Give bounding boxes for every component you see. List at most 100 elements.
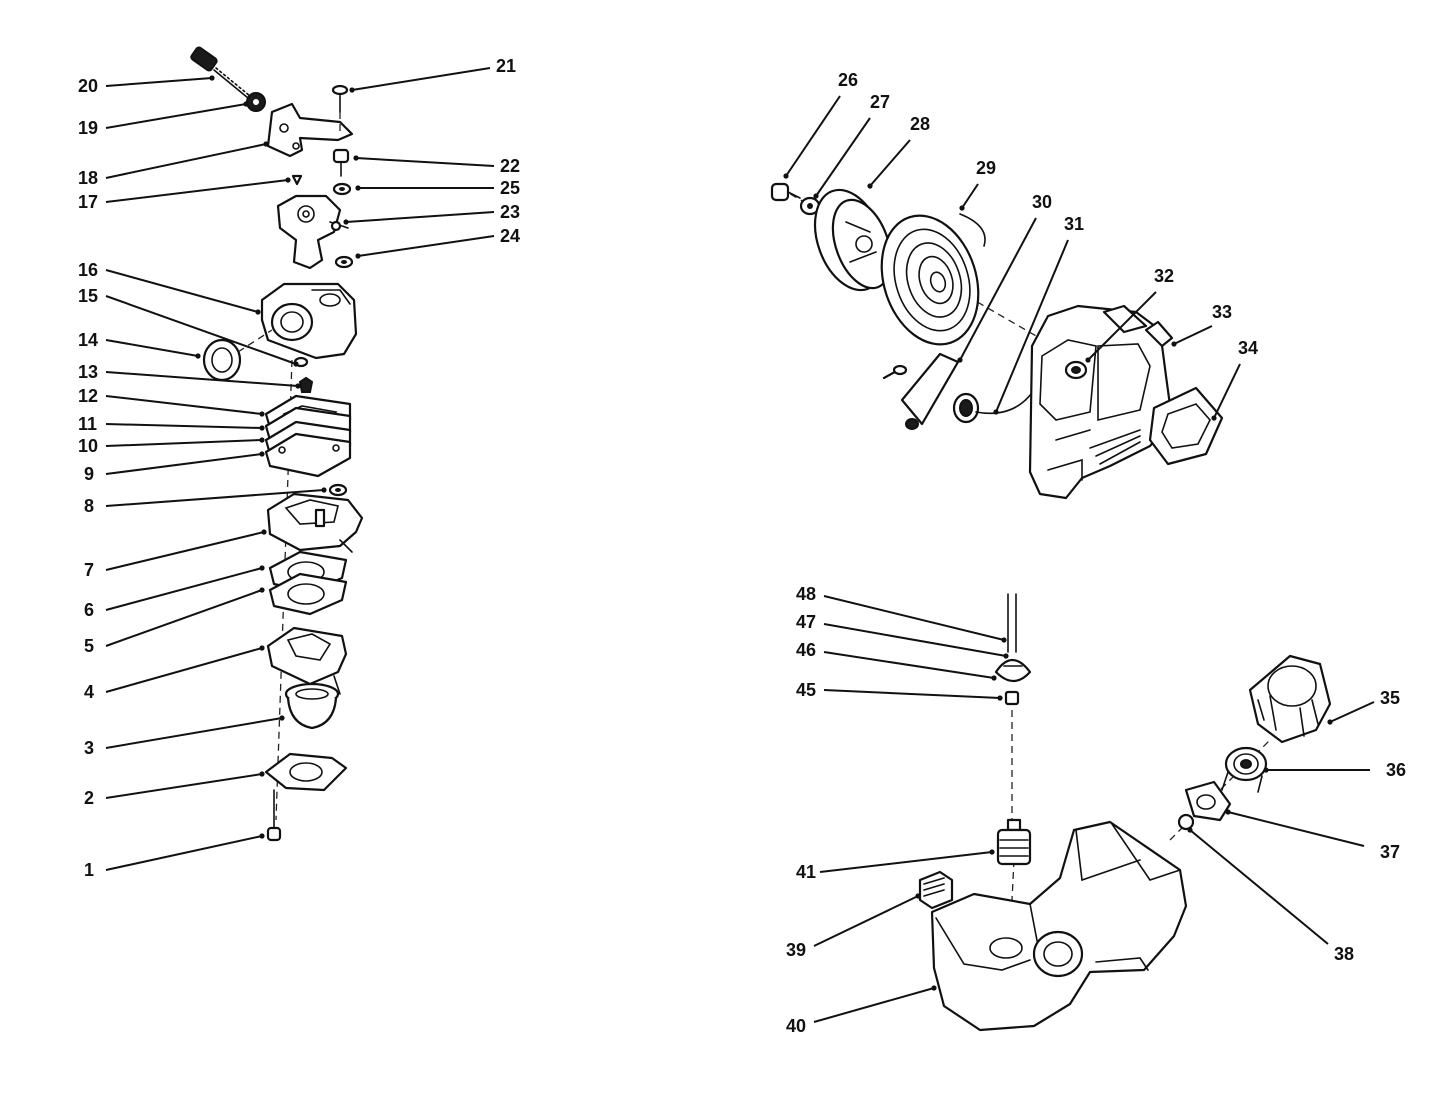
part-13-needle bbox=[298, 376, 314, 393]
part-21-screw bbox=[331, 84, 349, 134]
carburetor-assembly bbox=[190, 46, 364, 842]
part-8-washer bbox=[328, 483, 348, 497]
leader-line-28 bbox=[869, 139, 911, 187]
leader-line-20 bbox=[105, 77, 213, 87]
part-39-block bbox=[918, 870, 954, 910]
part-48-fuel-lines bbox=[1007, 593, 1017, 653]
part-45-fitting bbox=[1004, 690, 1020, 706]
leader-line-32 bbox=[1087, 291, 1157, 361]
leader-line-35 bbox=[1329, 701, 1375, 723]
part-23-pump-cover bbox=[276, 194, 349, 270]
leader-dot-37 bbox=[1225, 809, 1231, 815]
leader-dot-48 bbox=[1001, 637, 1007, 643]
part-28-pulley bbox=[813, 188, 893, 292]
leader-line-11 bbox=[105, 423, 263, 429]
callout-number-5: 5 bbox=[84, 636, 94, 656]
leader-line-1 bbox=[105, 835, 263, 871]
part-1-long-screw bbox=[266, 789, 282, 842]
part-5-diaphragm bbox=[268, 572, 348, 616]
callout-number-32: 32 bbox=[1154, 266, 1174, 286]
callout-number-36: 36 bbox=[1386, 760, 1406, 780]
leader-dot-32 bbox=[1085, 357, 1091, 363]
callout-number-2: 2 bbox=[84, 788, 94, 808]
callout-number-8: 8 bbox=[84, 496, 94, 516]
leader-line-39 bbox=[813, 895, 919, 947]
callout-labels: 2019181716151413121110987654321212225232… bbox=[78, 56, 1406, 1036]
leader-dot-18 bbox=[263, 141, 269, 147]
leader-dot-46 bbox=[991, 675, 997, 681]
part-20-screw bbox=[190, 46, 251, 99]
callout-number-48: 48 bbox=[796, 584, 816, 604]
part-3-primer-bulb bbox=[284, 682, 340, 730]
leader-dot-26 bbox=[783, 173, 789, 179]
leader-line-31 bbox=[995, 239, 1069, 413]
leader-dot-3 bbox=[279, 715, 285, 721]
part-17-pin bbox=[291, 174, 303, 186]
leader-line-21 bbox=[351, 67, 491, 91]
leader-dot-27 bbox=[813, 193, 819, 199]
part-29-spring bbox=[880, 213, 986, 346]
leader-dot-7 bbox=[261, 529, 267, 535]
leader-dot-29 bbox=[959, 205, 965, 211]
leader-line-45 bbox=[823, 689, 1001, 699]
callout-number-38: 38 bbox=[1334, 944, 1354, 964]
leader-dot-17 bbox=[285, 177, 291, 183]
callout-number-25: 25 bbox=[500, 178, 520, 198]
part-4-cover bbox=[266, 626, 348, 695]
part-40-fuel-tank bbox=[930, 820, 1188, 1032]
fuel-tank-assembly bbox=[918, 593, 1332, 1032]
callout-number-40: 40 bbox=[786, 1016, 806, 1036]
leader-line-24 bbox=[357, 235, 495, 257]
leader-dot-16 bbox=[255, 309, 261, 315]
leader-line-40 bbox=[813, 987, 935, 1023]
callout-number-22: 22 bbox=[500, 156, 520, 176]
callout-number-29: 29 bbox=[976, 158, 996, 178]
leader-line-37 bbox=[1227, 811, 1365, 847]
leader-dot-15 bbox=[293, 361, 299, 367]
callout-number-34: 34 bbox=[1238, 338, 1258, 358]
leader-dot-21 bbox=[349, 87, 355, 93]
leader-line-14 bbox=[105, 339, 199, 357]
leader-dot-33 bbox=[1171, 341, 1177, 347]
callout-number-24: 24 bbox=[500, 226, 520, 246]
callout-number-47: 47 bbox=[796, 612, 816, 632]
leader-dot-30 bbox=[957, 357, 963, 363]
part-33-starter-housing bbox=[1028, 304, 1174, 500]
callout-number-41: 41 bbox=[796, 862, 816, 882]
part-36-vent bbox=[1221, 746, 1268, 793]
leader-dot-23 bbox=[343, 219, 349, 225]
leader-line-8 bbox=[105, 489, 325, 507]
leader-dot-36 bbox=[1263, 767, 1269, 773]
part-19-nut bbox=[246, 92, 266, 112]
part-7-metering-body bbox=[266, 492, 364, 553]
callout-number-33: 33 bbox=[1212, 302, 1232, 322]
leader-dot-8 bbox=[321, 487, 327, 493]
callout-number-4: 4 bbox=[84, 682, 94, 702]
leader-line-17 bbox=[105, 179, 289, 203]
leader-line-5 bbox=[105, 589, 263, 647]
leader-dot-19 bbox=[243, 101, 249, 107]
leader-dot-39 bbox=[915, 893, 921, 899]
callout-number-1: 1 bbox=[84, 860, 94, 880]
callout-number-21: 21 bbox=[496, 56, 516, 76]
leader-dot-14 bbox=[195, 353, 201, 359]
leader-dot-10 bbox=[259, 437, 265, 443]
leader-line-34 bbox=[1213, 363, 1241, 419]
callout-number-3: 3 bbox=[84, 738, 94, 758]
callout-number-13: 13 bbox=[78, 362, 98, 382]
callout-number-14: 14 bbox=[78, 330, 98, 350]
leader-line-23 bbox=[345, 211, 495, 223]
leader-dot-47 bbox=[1003, 653, 1009, 659]
callout-number-28: 28 bbox=[910, 114, 930, 134]
leader-dot-41 bbox=[989, 849, 995, 855]
callout-number-12: 12 bbox=[78, 386, 98, 406]
leader-line-18 bbox=[105, 143, 267, 179]
leader-line-41 bbox=[819, 851, 993, 873]
leader-dot-34 bbox=[1211, 415, 1217, 421]
leader-line-4 bbox=[105, 647, 263, 693]
callout-number-35: 35 bbox=[1380, 688, 1400, 708]
part-14-seal-ring bbox=[202, 329, 273, 382]
leader-dot-35 bbox=[1327, 719, 1333, 725]
part-22-screw bbox=[332, 148, 350, 177]
leader-line-13 bbox=[105, 371, 299, 387]
